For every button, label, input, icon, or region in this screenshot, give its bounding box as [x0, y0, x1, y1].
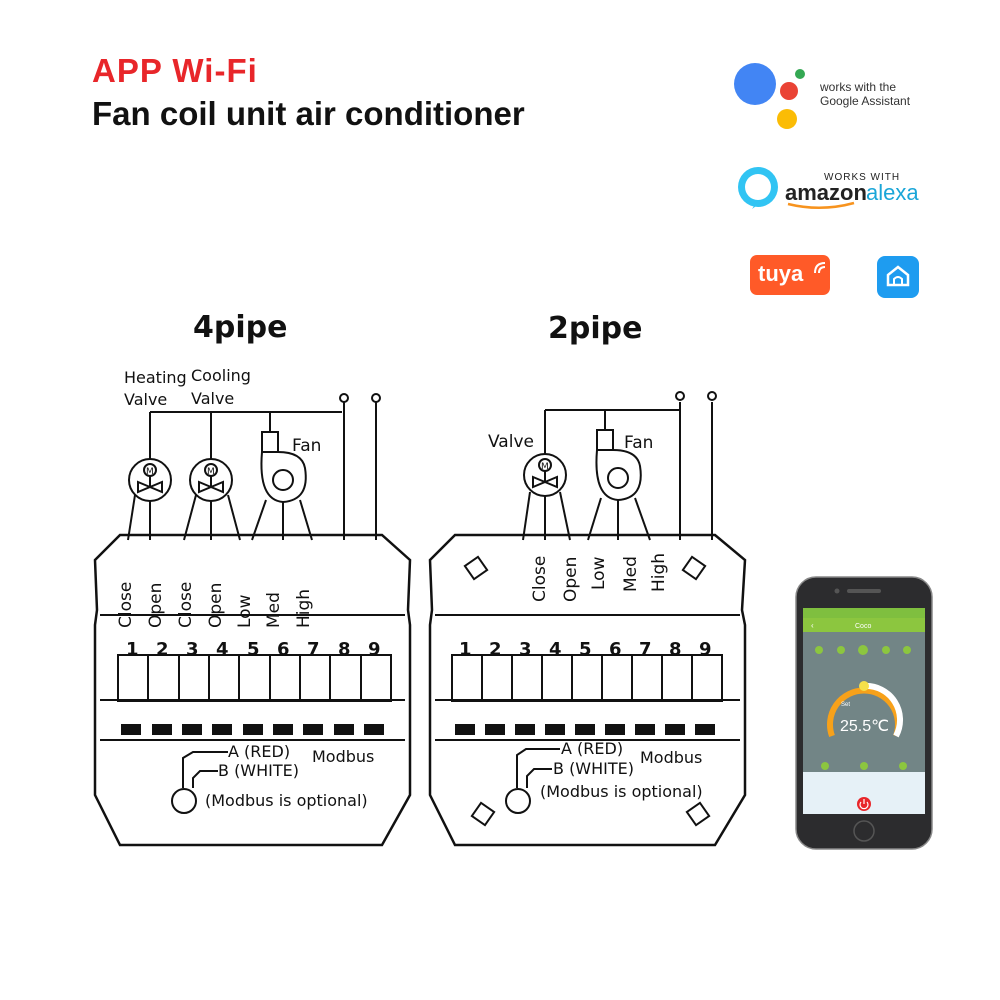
valve-motor-two-pipe: M [523, 453, 567, 497]
header-subtitle: Fan coil unit air conditioner [92, 95, 525, 132]
terminal-number-5: 5 [247, 639, 260, 660]
terminal-label-high: High [294, 589, 314, 628]
smart-home-icon [877, 256, 919, 298]
cooling-valve-motor: M [189, 458, 233, 502]
terminal-label-med: Med [264, 592, 284, 628]
modbus-label-four-pipe: Modbus [312, 747, 374, 766]
modbus-b-four-pipe: B (WHITE) [218, 761, 299, 780]
cooling-motor-symbol: M [207, 467, 215, 477]
google-assistant-line1: works with the [820, 80, 897, 94]
valve-label-two-pipe: Valve [488, 432, 534, 452]
terminal-block-four-pipe [117, 654, 392, 735]
terminal-label-low: Low [235, 594, 255, 628]
heating-motor-symbol: M [146, 467, 154, 477]
two-pipe-number-3: 3 [519, 639, 532, 660]
terminal-block-two-pipe [451, 654, 723, 735]
two-pipe-label-med: Med [621, 556, 641, 592]
alexa-works-with: WORKS WITH [824, 172, 900, 183]
valve-motor-symbol-two-pipe: M [541, 462, 549, 472]
modbus-a-four-pipe: A (RED) [228, 742, 290, 761]
four-pipe-title: 4pipe [193, 310, 288, 345]
alexa-amazon-word: amazon [785, 180, 867, 205]
terminal-number-3: 3 [186, 639, 199, 660]
tuya-icon: tuya [750, 255, 830, 295]
two-pipe-number-8: 8 [669, 639, 682, 660]
modbus-label-two-pipe: Modbus [640, 748, 702, 767]
two-pipe-number-9: 9 [699, 639, 712, 660]
terminal-number-6: 6 [277, 639, 290, 660]
two-pipe-label-high: High [649, 553, 669, 592]
header-title: APP Wi-Fi [92, 52, 258, 89]
heating-valve-label-2: Valve [124, 390, 167, 409]
two-pipe-label-open: Open [561, 557, 581, 602]
heating-valve-motor: M [128, 458, 172, 502]
terminal-number-9: 9 [368, 639, 381, 660]
terminal-label-close-1: Close [116, 582, 136, 628]
terminal-label-close-3: Close [176, 582, 196, 628]
modbus-b-two-pipe: B (WHITE) [553, 759, 634, 778]
set-label: Set [841, 702, 850, 708]
smartphone-app-preview: ‹ Coco Set 25.5℃ [795, 576, 933, 850]
terminal-label-open-2: Open [146, 583, 166, 628]
cooling-valve-label-2: Valve [191, 389, 234, 408]
two-pipe-number-4: 4 [549, 639, 562, 660]
two-pipe-number-5: 5 [579, 639, 592, 660]
two-pipe-label-low: Low [589, 556, 609, 590]
fan-label-four-pipe: Fan [292, 436, 321, 456]
google-assistant-line2: Google Assistant [820, 94, 911, 108]
terminal-number-1: 1 [126, 639, 139, 660]
two-pipe-number-1: 1 [459, 639, 472, 660]
cooling-valve-label-1: Cooling [191, 366, 251, 385]
app-title: Coco [855, 623, 871, 630]
terminal-number-2: 2 [156, 639, 169, 660]
fan-four-pipe: Fan [260, 431, 321, 504]
fan-label-two-pipe: Fan [624, 433, 653, 453]
temperature-value: 25.5℃ [840, 718, 889, 735]
modbus-a-two-pipe: A (RED) [561, 739, 623, 758]
two-pipe-number-7: 7 [639, 639, 652, 660]
terminal-number-4: 4 [216, 639, 229, 660]
terminal-number-8: 8 [338, 639, 351, 660]
terminal-number-7: 7 [307, 639, 320, 660]
terminal-label-open-4: Open [206, 583, 226, 628]
two-pipe-number-2: 2 [489, 639, 502, 660]
two-pipe-title: 2pipe [548, 311, 643, 346]
modbus-note-two-pipe: (Modbus is optional) [540, 782, 703, 801]
alexa-word: alexa [866, 180, 919, 205]
modbus-note-four-pipe: (Modbus is optional) [205, 791, 368, 810]
two-pipe-diagram: Valve M Fan [428, 391, 747, 847]
four-pipe-diagram: Heating Valve Cooling Valve M M [93, 366, 412, 847]
heating-valve-label-1: Heating [124, 368, 187, 387]
google-assistant-label: works with the Google Assistant [820, 80, 910, 108]
tuya-label: tuya [758, 261, 804, 286]
fan-two-pipe: Fan [595, 429, 653, 502]
two-pipe-label-close: Close [530, 556, 550, 602]
google-assistant-icon [734, 63, 805, 129]
alexa-icon [738, 167, 778, 209]
two-pipe-number-6: 6 [609, 639, 622, 660]
svg-text:‹: ‹ [811, 621, 814, 630]
alexa-badge: WORKS WITH amazon alexa [738, 167, 919, 210]
